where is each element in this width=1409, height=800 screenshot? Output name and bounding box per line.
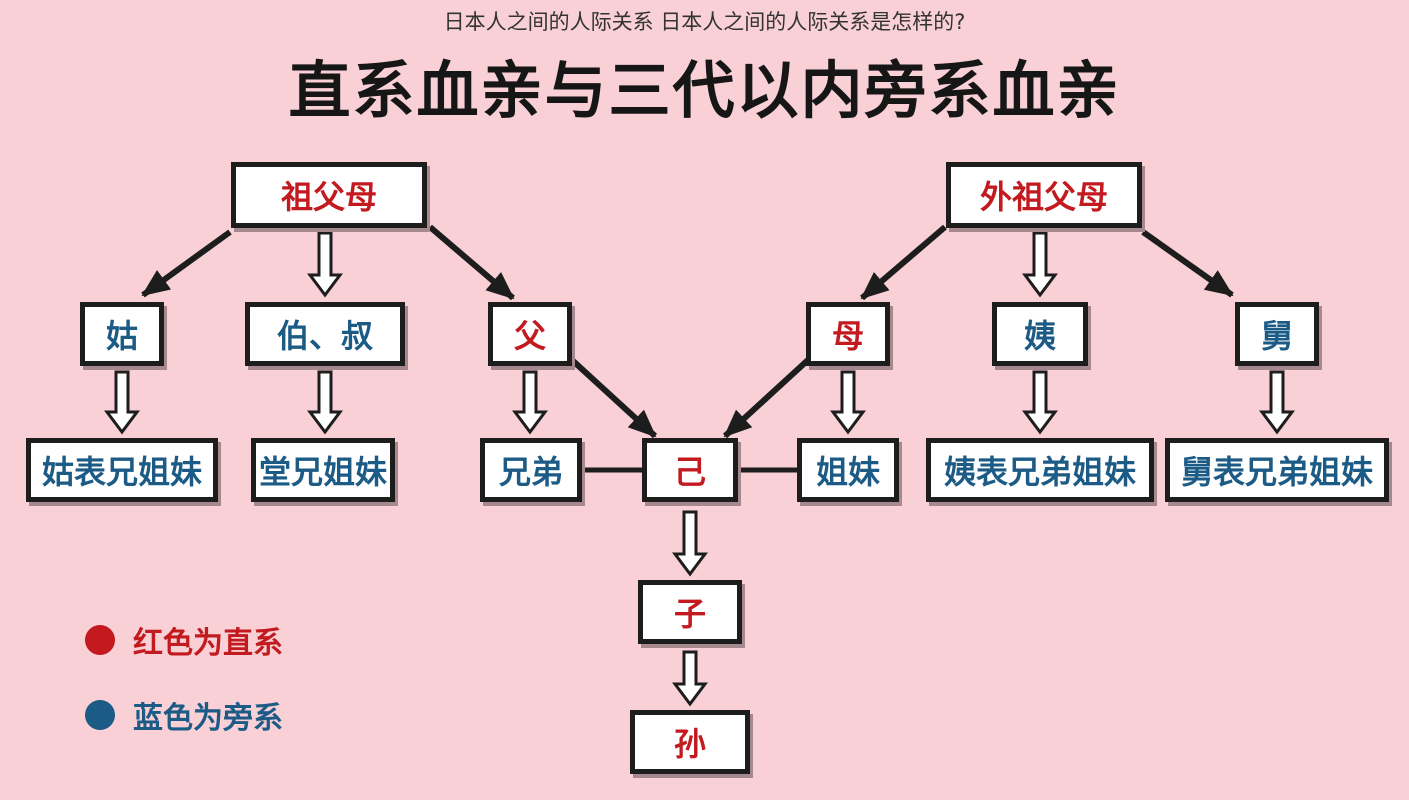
node-label: 堂兄姐妹 [258,453,387,491]
arrow-maternal-grandparents-to-maternal-uncle [1141,229,1234,298]
hollow-arrow-group [104,231,1295,707]
node-label: 姨 [1023,317,1056,355]
node-child: 子 [638,580,742,644]
node-label: 母 [831,317,864,355]
node-label: 孙 [673,725,706,763]
node-grandchild: 孙 [630,710,750,774]
diagram-title: 直系血亲与三代以内旁系血亲 [288,54,1121,127]
node-sisters: 姐妹 [797,438,899,502]
node-paternal-aunt: 姑 [80,302,164,366]
arrow-father-to-self [569,357,658,439]
hollow-arrow-grandparents-to-uncles [307,231,343,298]
arrow-grandparents-to-paternal-aunt [141,229,232,298]
node-label: 姨表兄弟姐妹 [943,453,1136,491]
node-father: 父 [488,302,572,366]
red-dot-icon [85,625,115,655]
node-paternal-uncles: 伯、叔 [245,302,405,366]
legend-collateral: 蓝色为旁系 [85,695,283,736]
hollow-arrow-maternal-aunt-to-cousins [1022,370,1058,435]
hollow-arrow-child-to-grandchild [672,650,708,707]
hollow-arrow-maternal-uncle-to-cousins [1259,370,1295,435]
node-maternal-grandparents: 外祖父母 [946,162,1142,228]
legend-direct-label: 红色为直系 [133,626,283,661]
node-label: 姑表兄姐妹 [41,453,202,491]
hollow-arrow-self-to-child [672,510,708,577]
node-label: 舅表兄弟姐妹 [1180,453,1373,491]
node-maternal-uncle: 舅 [1235,302,1319,366]
node-brothers: 兄弟 [480,438,582,502]
node-label: 祖父母 [280,178,377,216]
arrow-grandparents-to-father [428,224,515,301]
node-maternal-aunt: 姨 [992,302,1088,366]
hollow-arrow-mother-to-sisters [830,370,866,435]
node-self: 己 [642,438,738,502]
node-paternal-grandparents: 祖父母 [231,162,427,228]
blue-dot-icon [85,700,115,730]
node-paternal-aunt-cousins: 姑表兄姐妹 [26,438,218,502]
node-label: 外祖父母 [979,178,1108,216]
node-label: 姑 [105,317,138,355]
node-label: 己 [673,453,706,491]
legend-direct: 红色为直系 [85,620,283,661]
node-label: 舅 [1260,317,1293,355]
node-label: 伯、叔 [276,317,373,355]
node-label: 父 [513,317,546,355]
node-maternal-aunt-cousins: 姨表兄弟姐妹 [926,438,1154,502]
hollow-arrow-uncles-to-cousins [307,370,343,435]
page-caption: 日本人之间的人际关系 日本人之间的人际关系是怎样的? [443,10,966,34]
node-paternal-uncle-cousins: 堂兄姐妹 [251,438,395,502]
arrow-mother-to-self [722,357,811,439]
node-label: 兄弟 [498,453,563,491]
node-maternal-uncle-cousins: 舅表兄弟姐妹 [1165,438,1389,502]
hollow-arrow-father-to-brothers [512,370,548,435]
hollow-arrow-maternal-grandparents-to-aunt [1022,231,1058,298]
node-label: 子 [673,595,706,633]
node-label: 姐妹 [815,453,880,491]
node-mother: 母 [806,302,890,366]
arrow-maternal-grandparents-to-mother [860,224,947,301]
legend-collateral-label: 蓝色为旁系 [133,701,283,736]
hollow-arrow-aunt-to-cousins [104,370,140,435]
